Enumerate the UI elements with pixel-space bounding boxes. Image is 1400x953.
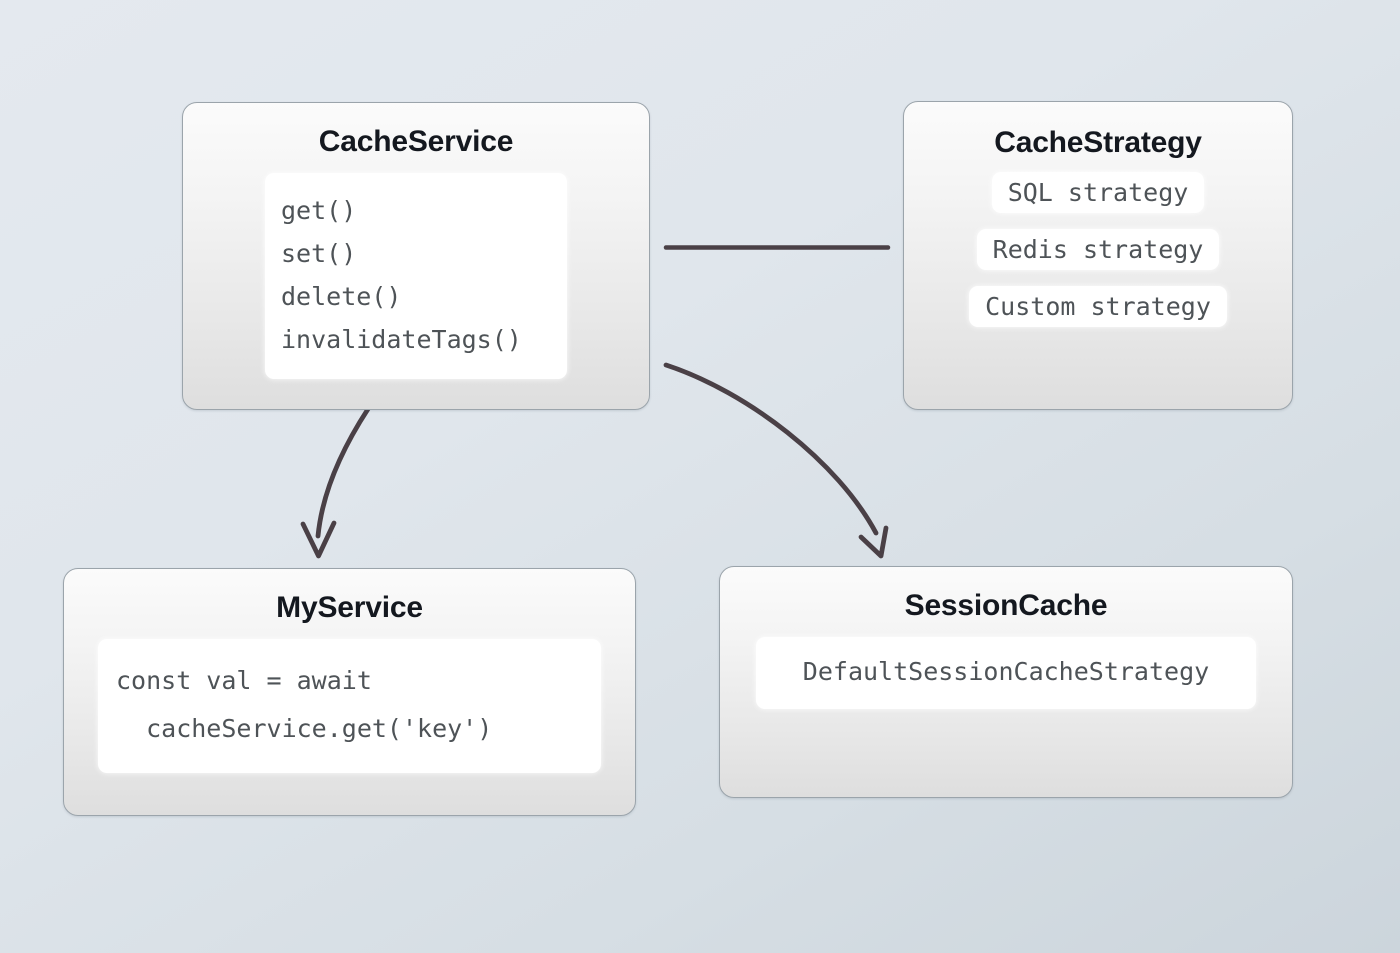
strategy-item-sql: SQL strategy [991, 172, 1205, 213]
arrowhead-my-service [300, 520, 337, 559]
arrowhead-session-cache [858, 525, 889, 559]
member-invalidate-tags: invalidateTags() [281, 325, 522, 354]
member-set: set() [281, 239, 357, 268]
node-my-service-code: const val = await cacheService.get('key'… [98, 639, 601, 773]
strategy-list: SQL strategy Redis strategy Custom strat… [969, 172, 1227, 327]
node-cache-strategy[interactable]: CacheStrategy SQL strategy Redis strateg… [903, 101, 1293, 410]
member-get: get() [281, 196, 357, 225]
node-cache-service-title: CacheService [318, 125, 514, 158]
node-cache-strategy-title: CacheStrategy [994, 126, 1202, 159]
node-cache-service-members: get() set() delete() invalidateTags() [265, 173, 567, 379]
code-line-2: cacheService.get('key') [116, 714, 493, 743]
node-my-service-title: MyService [276, 591, 423, 624]
node-cache-service[interactable]: CacheService get() set() delete() invali… [182, 102, 650, 410]
strategy-item-custom: Custom strategy [969, 286, 1227, 327]
edge-cache-service-to-my-service [315, 406, 371, 539]
node-session-cache[interactable]: SessionCache DefaultSessionCacheStrategy [719, 566, 1293, 798]
session-cache-strategy-label: DefaultSessionCacheStrategy [802, 657, 1210, 686]
edge-cache-service-to-session-cache [663, 362, 879, 536]
member-delete: delete() [281, 282, 402, 311]
node-my-service[interactable]: MyService const val = await cacheService… [63, 568, 636, 816]
strategy-item-redis: Redis strategy [976, 229, 1220, 270]
node-session-cache-title: SessionCache [904, 589, 1108, 622]
node-session-cache-strategy: DefaultSessionCacheStrategy [756, 637, 1256, 709]
code-line-1: const val = await [116, 666, 372, 695]
